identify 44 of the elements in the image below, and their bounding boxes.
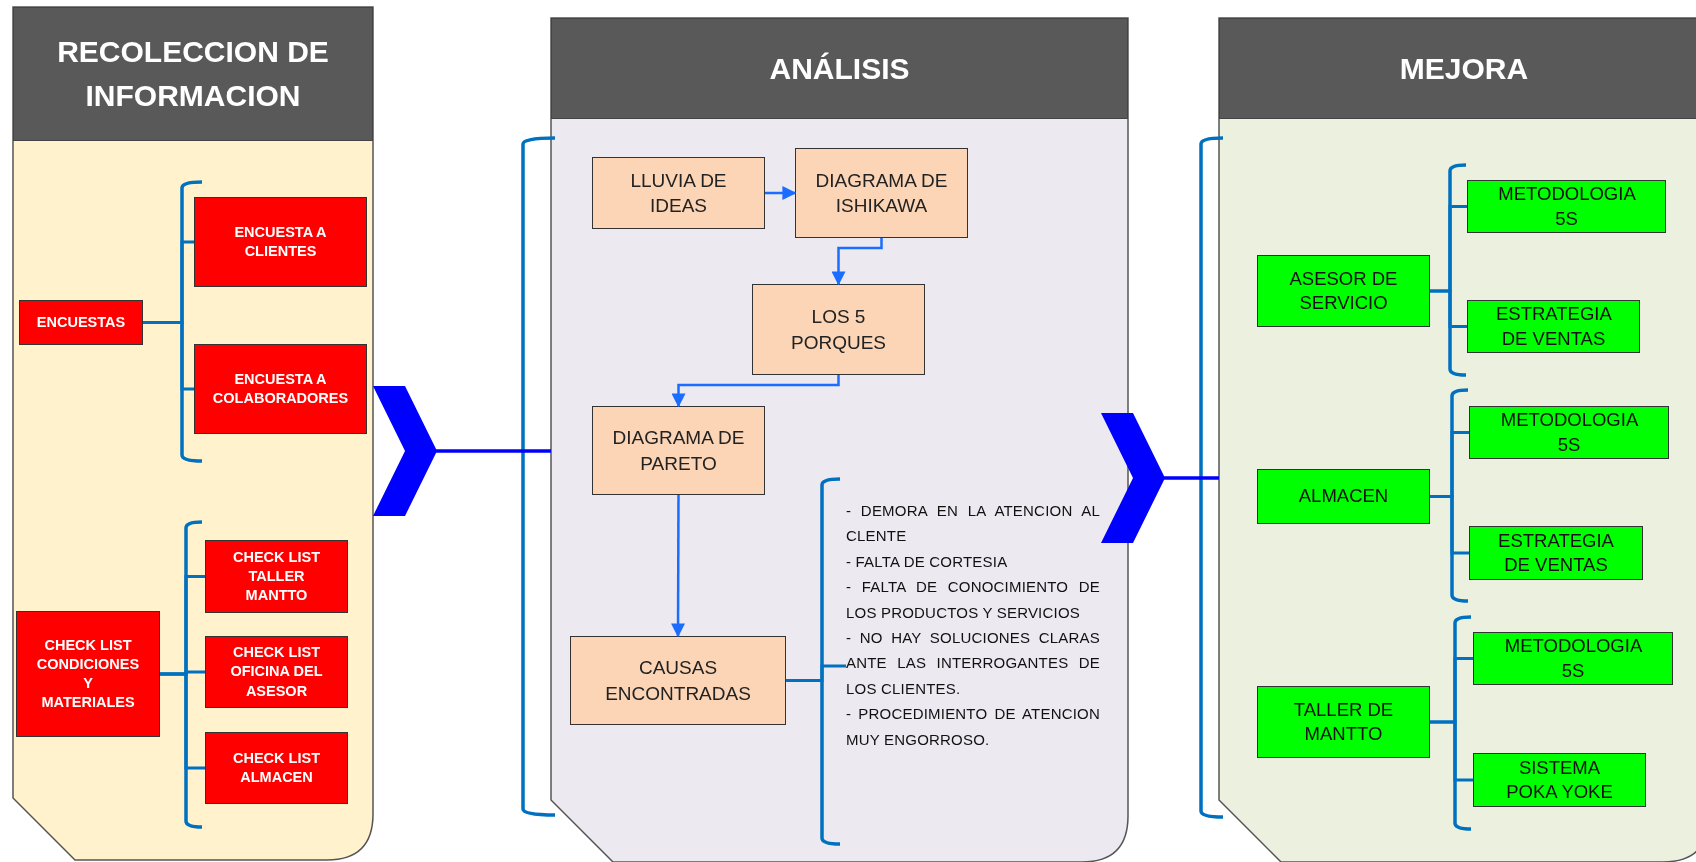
- action-box: ESTRATEGIA DE VENTAS: [1469, 526, 1643, 580]
- cause-item: - FALTA DE CONOCIMIENTO DE LOS PRODUCTOS Y SERVICIOS: [846, 577, 1100, 623]
- step-box: DIAGRAMA DE ISHIKAWA: [795, 148, 968, 238]
- arrow: [671, 495, 686, 638]
- connector-line: [1430, 495, 1469, 555]
- action-box: METODOLOGIA 5S: [1473, 632, 1673, 685]
- connector-line: [143, 321, 194, 391]
- arrow: [671, 375, 840, 408]
- arrow: [765, 186, 797, 200]
- stage-panel: [13, 7, 373, 860]
- panel-heading: RECOLECCION DE INFORMACION: [13, 7, 373, 141]
- step-box: DIAGRAMA DE PARETO: [592, 406, 765, 495]
- arrow: [831, 238, 883, 286]
- action-box: ASESOR DE SERVICIO: [1257, 255, 1430, 327]
- action-box: ESTRATEGIA DE VENTAS: [1467, 300, 1640, 353]
- cause-item: - NO HAY SOLUCIONES CLARAS ANTE LAS INTERROGANTES DE LOS CLIENTES.: [846, 628, 1100, 699]
- panel-heading: ANÁLISIS: [551, 18, 1128, 119]
- cause-item: - PROCEDIMIENTO DE ATENCION MUY ENGORROSO.: [846, 704, 1100, 750]
- action-box: METODOLOGIA 5S: [1469, 406, 1669, 459]
- action-box: SISTEMA POKA YOKE: [1473, 753, 1646, 807]
- connector-line: [1430, 289, 1467, 328]
- step-box: CAUSAS ENCONTRADAS: [570, 636, 786, 725]
- step-box: LLUVIA DE IDEAS: [592, 157, 765, 229]
- cause-item: - FALTA DE CORTESIA: [846, 551, 1009, 572]
- action-box: METODOLOGIA 5S: [1467, 180, 1666, 233]
- stage-panel: [1219, 18, 1696, 862]
- connector-line: [160, 672, 205, 770]
- connector-line: [1430, 720, 1473, 782]
- action-box: ALMACEN: [1257, 469, 1430, 524]
- method-box: CHECK LIST ALMACEN: [205, 732, 348, 804]
- method-box: ENCUESTA A CLIENTES: [194, 197, 367, 287]
- method-box: CHECK LIST CONDICIONES Y MATERIALES: [16, 611, 160, 737]
- action-box: TALLER DE MANTTO: [1257, 686, 1430, 758]
- step-box: LOS 5 PORQUES: [752, 284, 925, 375]
- method-box: CHECK LIST OFICINA DEL ASESOR: [205, 636, 348, 708]
- cause-item: - DEMORA EN LA ATENCION AL CLENTE: [846, 501, 1100, 547]
- panel-heading: MEJORA: [1219, 18, 1696, 119]
- method-box: CHECK LIST TALLER MANTTO: [205, 540, 348, 613]
- chevron-arrow: [373, 386, 551, 516]
- method-box: ENCUESTAS: [19, 300, 143, 345]
- stage-panel: [551, 18, 1128, 862]
- chevron-arrow: [1101, 413, 1219, 543]
- connector-line: [786, 664, 846, 682]
- method-box: ENCUESTA A COLABORADORES: [194, 344, 367, 434]
